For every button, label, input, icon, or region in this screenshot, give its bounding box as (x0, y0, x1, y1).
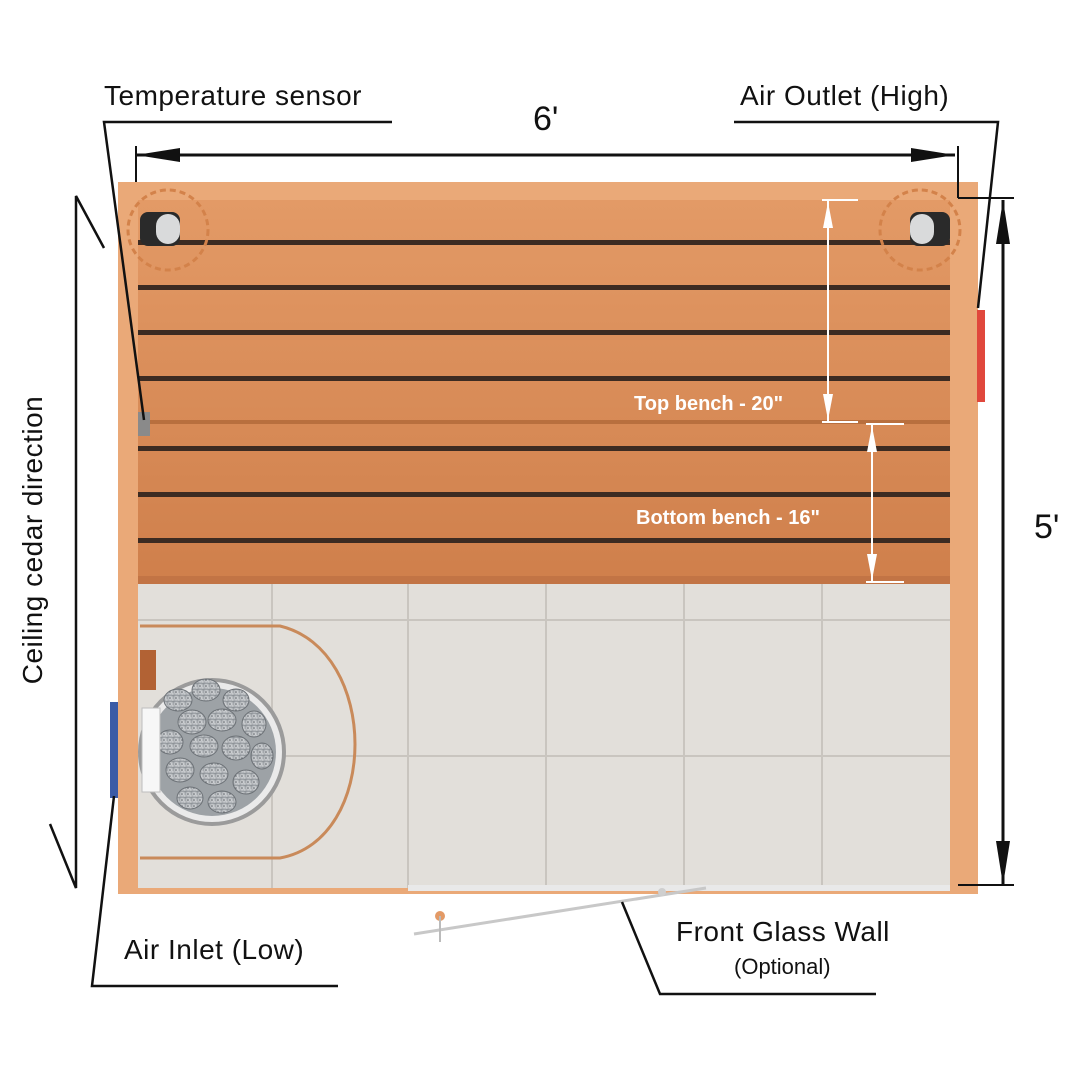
bottom-bench-dimension (866, 423, 904, 583)
bench-planks (138, 200, 950, 584)
front-glass-optional-label: (Optional) (734, 954, 831, 979)
temperature-sensor-icon (138, 412, 150, 436)
leader-lines (48, 120, 1000, 996)
air-outlet-label: Air Outlet (High) (740, 80, 950, 111)
depth-dimension-label: 5' (1034, 508, 1060, 546)
air-outlet-vent-icon (977, 310, 985, 402)
air-inlet-vent-icon (110, 702, 118, 798)
glass-door-icon (408, 885, 950, 942)
temperature-sensor-label: Temperature sensor (104, 80, 363, 111)
front-glass-wall-label: Front Glass Wall (676, 916, 890, 947)
depth-dimension (958, 200, 1014, 886)
top-bench-label: Top bench - 20" (634, 393, 784, 415)
air-inlet-label: Air Inlet (Low) (124, 934, 305, 965)
width-dimension (135, 146, 1014, 199)
light-fixture-icon (878, 188, 962, 272)
sauna-heater-icon (138, 624, 357, 860)
top-bench-dimension (822, 199, 858, 423)
light-fixture-icon (126, 188, 210, 272)
ceiling-direction-label: Ceiling cedar direction (17, 395, 48, 685)
width-dimension-label: 6' (533, 100, 559, 138)
bottom-bench-label: Bottom bench - 16" (636, 507, 820, 529)
